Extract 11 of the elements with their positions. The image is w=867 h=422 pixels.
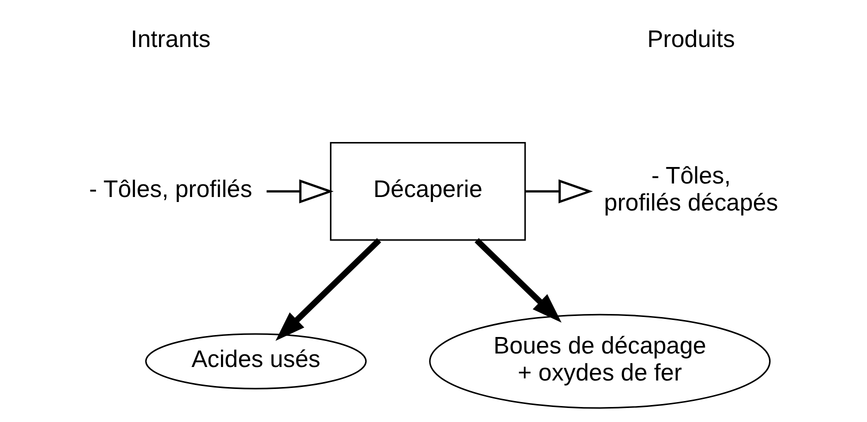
arrow [526, 179, 593, 204]
arrow [266, 179, 334, 204]
label: Intrants [130, 26, 211, 53]
node-text: - Tôles, profilés décapés [604, 162, 778, 217]
node-text: - Tôles, profilés [89, 176, 252, 204]
arrow [474, 238, 562, 323]
node-ellipse: Acides usés [145, 333, 367, 390]
arrow [275, 238, 382, 341]
node-ellipse: Boues de décapage + oxydes de fer [429, 314, 771, 409]
node-box: Décaperie [330, 142, 526, 241]
label: Produits [647, 26, 735, 53]
